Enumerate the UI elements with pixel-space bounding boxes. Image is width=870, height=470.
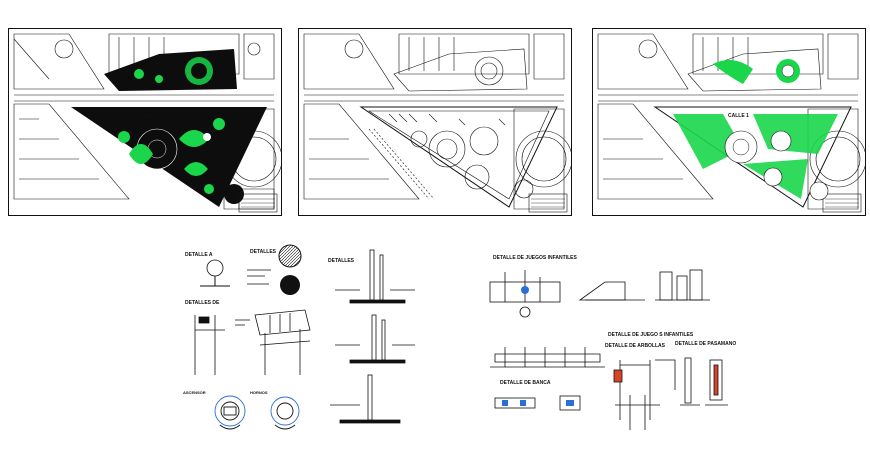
street-label-1: CALLE 1 [141,113,162,119]
lamp-post-details [330,249,415,424]
plan-drawing-2 [303,33,571,213]
pergola-detail [194,309,311,375]
detail-label-juegos: DETALLE DE JUEGOS INFANTILES [493,255,577,261]
pit-section-lines [247,269,271,285]
detail-label-arbolillas: DETALLE DE ARBOLLAS [605,343,665,349]
detail-label-pasamanos: DETALLE DE PASAMANO [675,341,737,347]
street-label-3: CALLE 1 [728,113,749,119]
detail-label-fuente2: HORNOS [250,390,268,395]
plan-sheet-1: CALLE 1 [8,28,282,216]
plan-sheet-2 [298,28,572,216]
detail-label-luminarias: DETALLES [328,258,355,264]
tree-pit-detail [278,244,302,295]
plan-drawing-3 [597,33,865,213]
detail-label-arboles: DETALLE A [185,252,213,258]
bench-plan [494,395,581,411]
playground-details [489,269,710,318]
playground-elements-details [613,357,728,430]
detail-label-bancas: DETALLES DE [185,300,220,306]
detail-label-juegos2: DETALLE DE JUEGO S INFANTILES [608,332,694,338]
detail-label-tree2: DETALLES [250,249,277,255]
park-strip-top [104,49,237,91]
bench-elevation [490,347,605,368]
tree-detail-icon [200,259,230,287]
plan-sheet-3: CALLE 1 [592,28,866,216]
plan-drawing-1 [13,33,281,213]
detail-label-banca: DETALLE DE BANCA [500,380,551,386]
detail-label-fuente1: ASCENSOR [183,390,206,395]
fountain-details [214,395,300,430]
